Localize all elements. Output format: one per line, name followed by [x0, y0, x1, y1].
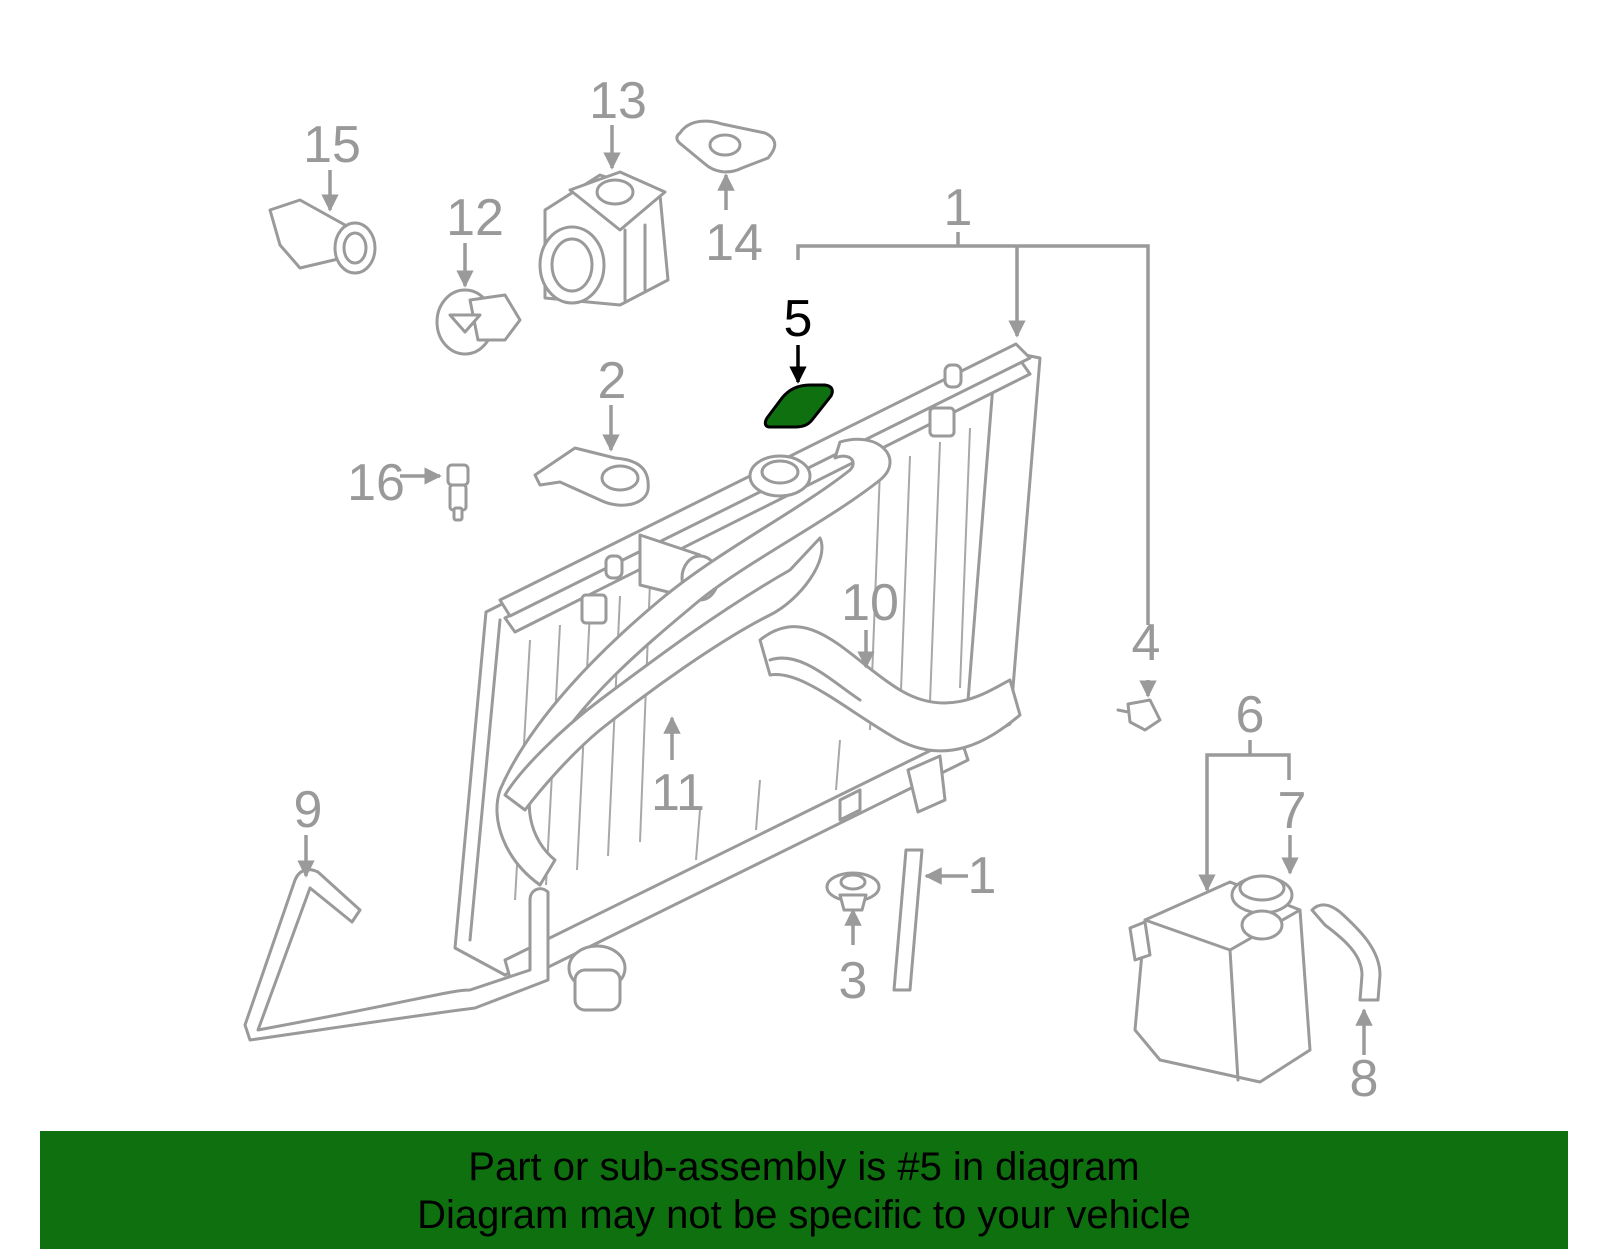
info-banner: Part or sub-assembly is #5 in diagram Di… — [40, 1131, 1568, 1249]
callout-8: 8 — [1350, 1050, 1379, 1108]
lower-radiator-hose — [758, 625, 1022, 753]
callout-7: 7 — [1278, 782, 1307, 840]
part-5-highlighted[interactable] — [763, 383, 834, 429]
reservoir-hose-8 — [1310, 903, 1382, 1002]
cushion-3 — [825, 871, 881, 912]
leader-lines — [297, 125, 1373, 1055]
sensor-16 — [446, 463, 470, 522]
callout-2: 2 — [598, 352, 627, 410]
callout-12: 12 — [446, 189, 504, 247]
radiator — [453, 342, 1042, 1012]
callout-6: 6 — [1236, 686, 1265, 744]
callout-15: 15 — [303, 116, 361, 174]
callout-4: 4 — [1132, 614, 1161, 672]
clip-4 — [1116, 698, 1162, 732]
callout-1-top: 1 — [944, 179, 973, 237]
callout-1-hose: 1 — [968, 847, 997, 905]
callout-10: 10 — [841, 574, 899, 632]
callout-13: 13 — [589, 72, 647, 130]
callout-labels: 1 1 2 3 4 5 6 7 8 9 10 11 12 13 14 15 16 — [294, 72, 1379, 1108]
water-outlet-15 — [268, 198, 377, 275]
callout-9: 9 — [294, 781, 323, 839]
callout-14: 14 — [705, 214, 763, 272]
callout-16: 16 — [347, 454, 405, 512]
overflow-hose — [243, 868, 550, 1042]
bracket-2 — [533, 446, 650, 507]
small-hose-1 — [892, 848, 924, 992]
thermostat-housing-13 — [538, 170, 670, 307]
upper-radiator-hose — [495, 437, 892, 887]
reservoir-tank-6 — [1128, 874, 1312, 1084]
callout-3: 3 — [839, 952, 868, 1010]
thermostat-12 — [435, 288, 522, 356]
callout-11: 11 — [651, 764, 705, 822]
banner-line-1: Part or sub-assembly is #5 in diagram — [468, 1145, 1140, 1189]
callout-5[interactable]: 5 — [784, 290, 813, 348]
banner-line-2: Diagram may not be specific to your vehi… — [417, 1193, 1191, 1237]
gasket-14 — [675, 119, 777, 174]
